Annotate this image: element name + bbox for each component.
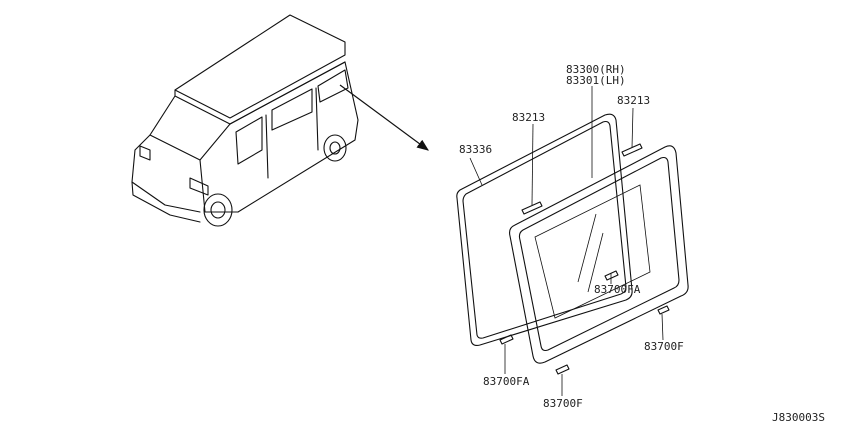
diagram-code: J830003S <box>772 411 825 424</box>
label-83336: 83336 <box>459 143 492 156</box>
clip-83700fa-mid <box>604 270 619 281</box>
label-83700fa-mid: 83700FA <box>594 283 641 296</box>
label-83700fa-bottom: 83700FA <box>483 375 530 388</box>
clip-83213-left <box>521 201 543 215</box>
label-83301-lh: 83301(LH) <box>566 74 626 87</box>
pointer-arrow <box>339 84 429 151</box>
leader-lines <box>469 86 664 396</box>
clip-83700f-bottom <box>555 364 570 375</box>
clip-83700f-right <box>657 305 670 315</box>
label-83700f-bottom: 83700F <box>543 397 583 410</box>
label-83213-right: 83213 <box>617 94 650 107</box>
label-83300-rh: 83300(RH) <box>566 63 626 76</box>
label-83700f-right: 83700F <box>644 340 684 353</box>
label-83213-left: 83213 <box>512 111 545 124</box>
clip-83700fa-bottom <box>499 334 514 345</box>
rear-side-glass-assembly <box>509 145 689 364</box>
rear-side-window <box>317 69 349 103</box>
van-illustration <box>131 14 359 227</box>
clip-83213-right <box>621 143 643 157</box>
weatherstrip-83336 <box>456 113 633 346</box>
